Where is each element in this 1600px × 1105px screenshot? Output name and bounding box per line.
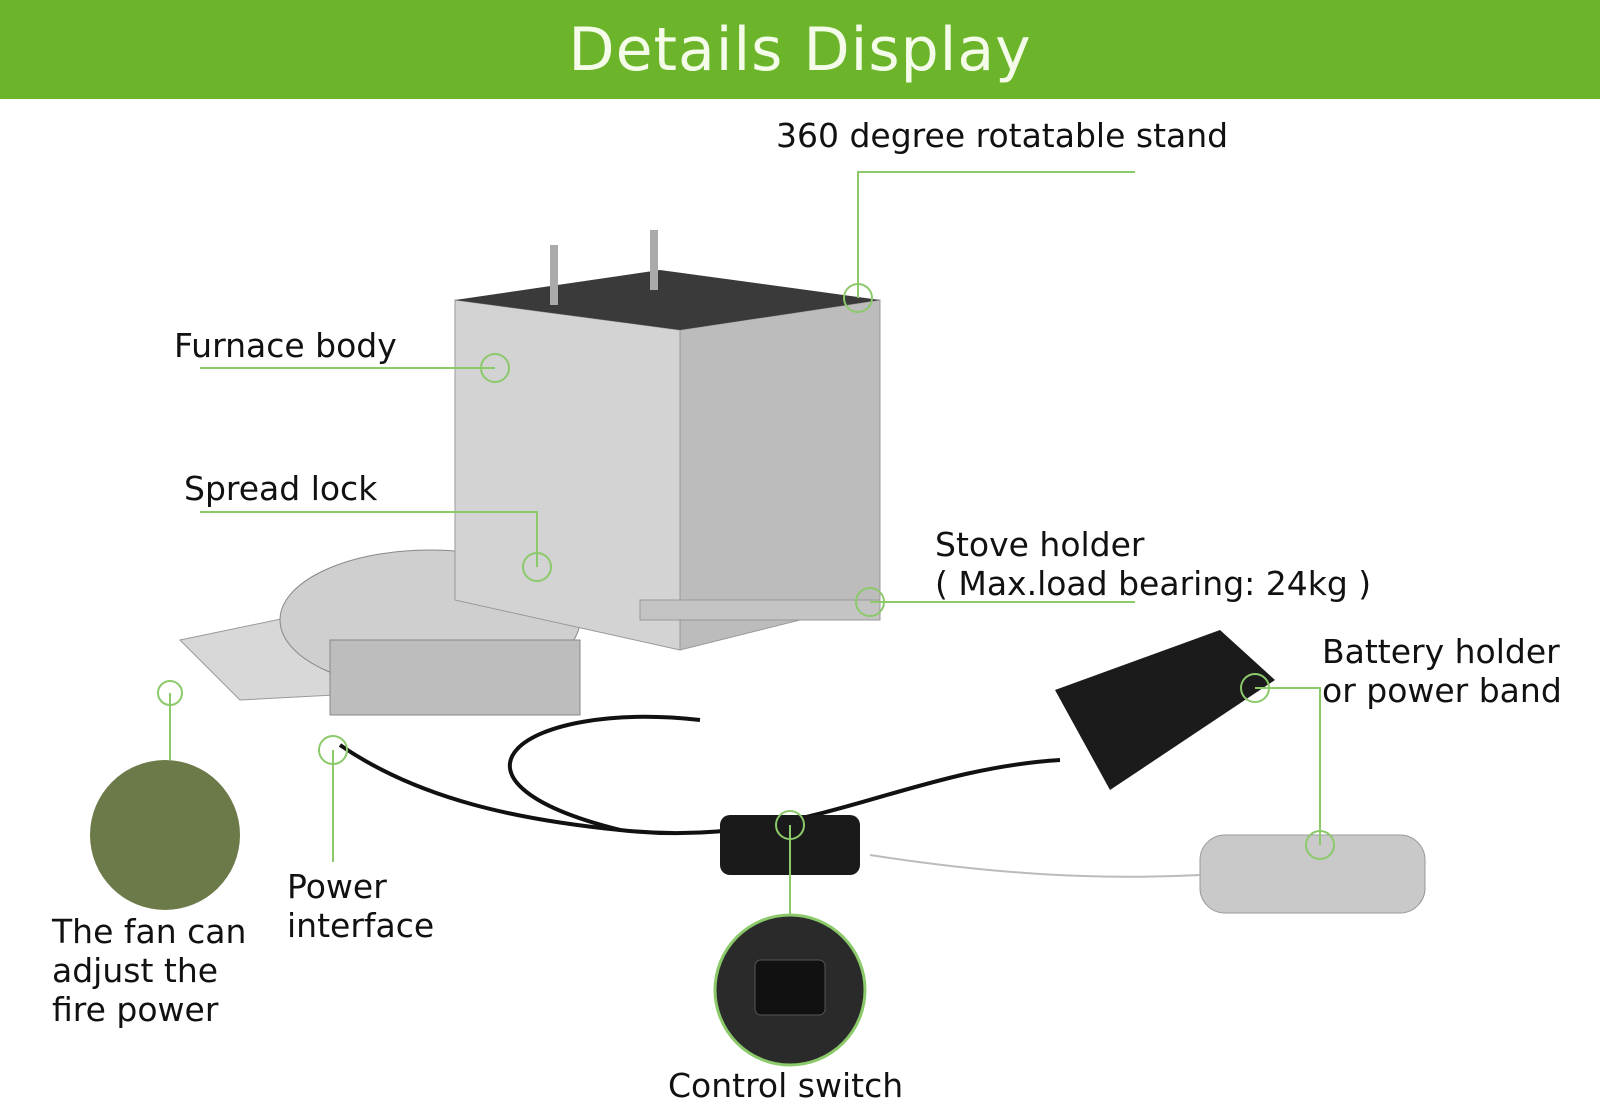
callout-rotatable-stand: 360 degree rotatable stand bbox=[776, 116, 1229, 155]
power-line-1: Power bbox=[287, 867, 387, 906]
fan-line-2: adjust the bbox=[52, 951, 219, 990]
page-title: Details Display bbox=[568, 14, 1032, 85]
callout-spread-lock: Spread lock bbox=[184, 469, 378, 508]
fan-line-1: The fan can bbox=[52, 912, 247, 951]
callout-battery-holder: Battery holder or power band bbox=[1322, 632, 1562, 710]
battery-holder-illustration bbox=[1055, 630, 1275, 790]
stove-holder-title: Stove holder bbox=[935, 525, 1145, 564]
fan-line-3: fire power bbox=[52, 990, 219, 1029]
banner: Details Display bbox=[0, 0, 1600, 99]
cable bbox=[338, 714, 1201, 878]
power-line-2: interface bbox=[287, 906, 435, 945]
battery-line-1: Battery holder bbox=[1322, 632, 1560, 671]
callout-power-interface: Power interface bbox=[287, 867, 434, 945]
callout-furnace-body: Furnace body bbox=[174, 326, 397, 365]
stove-illustration bbox=[178, 230, 881, 716]
callout-control-switch: Control switch bbox=[668, 1066, 904, 1105]
leader-lines bbox=[157, 171, 1335, 915]
power-bank-illustration bbox=[1199, 834, 1426, 914]
stove-holder-load: ( Max.load bearing: 24kg ) bbox=[935, 564, 1372, 603]
fan-detail-photo bbox=[90, 760, 240, 910]
battery-line-2: or power band bbox=[1322, 671, 1562, 710]
callout-fan: The fan can adjust the fire power bbox=[52, 912, 246, 1029]
callout-stove-holder: Stove holder ( Max.load bearing: 24kg ) bbox=[935, 525, 1371, 603]
